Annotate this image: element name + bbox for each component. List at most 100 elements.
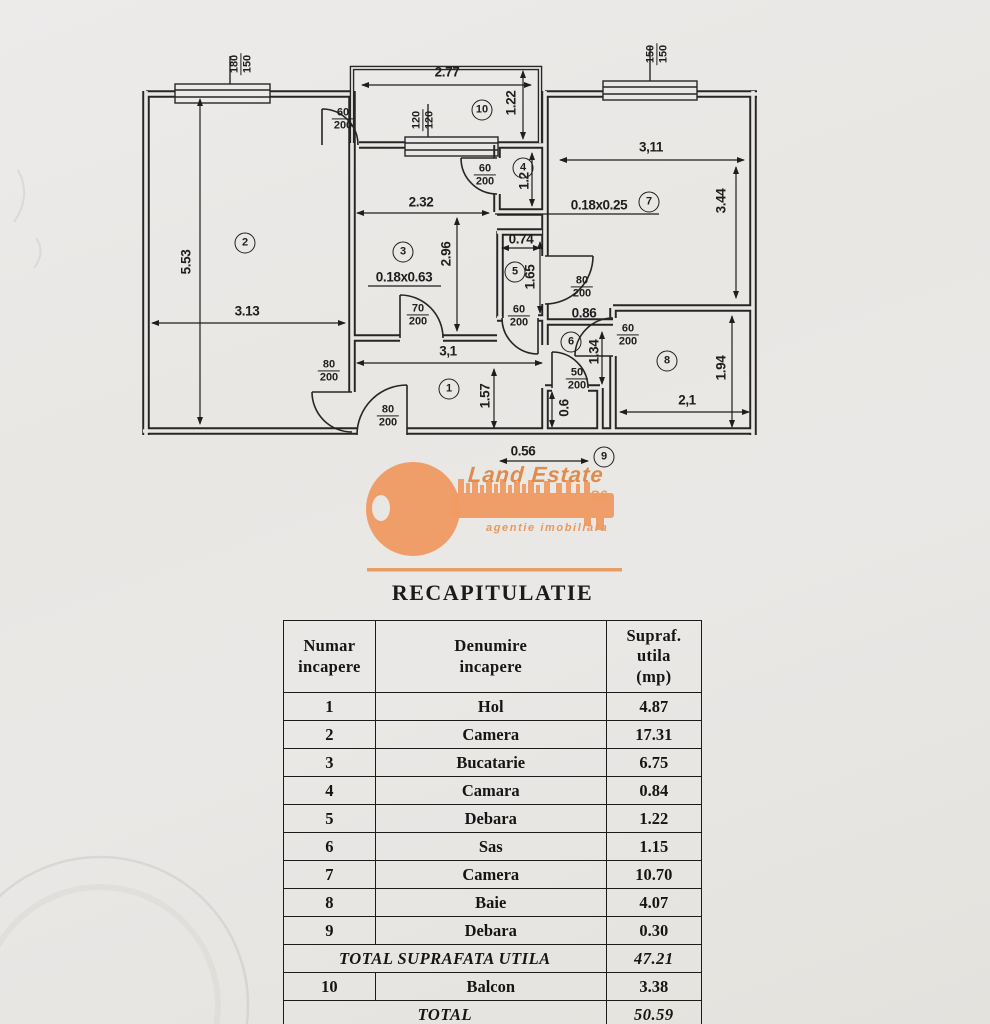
room-name-cell: Debara bbox=[374, 916, 607, 945]
room-number-cell: 7 bbox=[283, 860, 376, 889]
window-size-bottom: 150 bbox=[241, 54, 254, 74]
room-number-cell: 4 bbox=[283, 776, 376, 805]
logo-monogram: S6 bbox=[590, 487, 608, 503]
total-utila-label: TOTAL SUPRAFATA UTILA bbox=[283, 944, 607, 973]
room-number-3: 3 bbox=[392, 241, 414, 263]
room-number-cell: 5 bbox=[283, 804, 376, 833]
door-size-top: 50 bbox=[565, 366, 589, 380]
room-area-cell: 4.07 bbox=[605, 888, 703, 917]
logo-wordmark: Land Estate bbox=[467, 462, 605, 487]
col-header-denumire-incapere: Denumire incapere bbox=[374, 620, 607, 693]
dimension-label: 1.22 bbox=[503, 90, 519, 116]
door-size-bottom: 200 bbox=[572, 287, 592, 300]
room-area-cell: 1.15 bbox=[605, 832, 703, 861]
door-arcs bbox=[311, 108, 614, 436]
room-name-cell: Camera bbox=[374, 860, 607, 889]
window-size-top: 150 bbox=[644, 42, 658, 66]
balcony-walls bbox=[349, 65, 543, 143]
room-number-cell: 3 bbox=[283, 748, 376, 777]
room-name-cell: Balcon bbox=[374, 972, 607, 1001]
room-number-1: 1 bbox=[438, 378, 460, 400]
door-size-bottom: 200 bbox=[618, 335, 638, 348]
room-area-cell: 6.75 bbox=[605, 748, 703, 777]
room-area-cell: 10.70 bbox=[605, 860, 703, 889]
walls-core bbox=[143, 91, 757, 435]
dimension-label: 1.34 bbox=[586, 339, 602, 365]
door-size-bottom: 200 bbox=[378, 416, 398, 429]
door-size-top: 60 bbox=[616, 322, 640, 336]
door-size-bottom: 200 bbox=[567, 379, 587, 392]
dimension-label: 3,1 bbox=[439, 343, 457, 359]
room-number-10: 10 bbox=[471, 99, 493, 121]
room-name-cell: Bucatarie bbox=[374, 748, 607, 777]
room-name-cell: Hol bbox=[374, 692, 607, 721]
window-symbols bbox=[174, 47, 698, 157]
dimension-label: 0.18x0.25 bbox=[570, 197, 628, 213]
window-size-top: 120 bbox=[410, 108, 424, 132]
room-area-cell: 17.31 bbox=[605, 720, 703, 749]
door-size-top: 60 bbox=[331, 106, 355, 120]
col-header-suprafata-utila: Supraf. utila (mp) bbox=[605, 620, 703, 693]
door-size-top: 60 bbox=[473, 162, 497, 176]
total-value: 50.59 bbox=[605, 1000, 703, 1024]
dimension-label: 1.57 bbox=[477, 383, 493, 409]
room-number-6: 6 bbox=[560, 331, 582, 353]
room-area-cell: 0.84 bbox=[605, 776, 703, 805]
room-number-cell: 6 bbox=[283, 832, 376, 861]
total-label: TOTAL bbox=[283, 1000, 607, 1024]
dimension-label: 3.13 bbox=[234, 303, 260, 319]
room-number-5: 5 bbox=[504, 261, 526, 283]
room-name-cell: Debara bbox=[374, 804, 607, 833]
dimension-label: 0.6 bbox=[556, 399, 572, 417]
window-size-top: 180 bbox=[228, 52, 242, 76]
window-size-bottom: 150 bbox=[657, 44, 670, 64]
room-area-cell: 4.87 bbox=[605, 692, 703, 721]
room-number-7: 7 bbox=[638, 191, 660, 213]
door-size-top: 60 bbox=[507, 303, 531, 317]
window-size-bottom: 120 bbox=[423, 110, 436, 130]
dimension-label: 2.32 bbox=[408, 194, 434, 210]
dimension-label: 2,1 bbox=[678, 392, 696, 408]
door-size-top: 80 bbox=[376, 403, 400, 417]
room-name-cell: Baie bbox=[374, 888, 607, 917]
col-header-numar-incapere: Numar incapere bbox=[283, 620, 376, 693]
dimension-label: 2.96 bbox=[438, 241, 454, 267]
room-number-cell: 2 bbox=[283, 720, 376, 749]
dimension-label: 0.18x0.63 bbox=[375, 269, 433, 285]
dimension-label: 3.44 bbox=[713, 188, 729, 214]
room-name-cell: Sas bbox=[374, 832, 607, 861]
recap-title: RECAPITULATIE bbox=[391, 580, 594, 605]
dimension-label: 2.77 bbox=[434, 64, 460, 80]
dimension-lines bbox=[151, 70, 750, 464]
dimension-label: 1.94 bbox=[713, 355, 729, 381]
recap-table: Numar incapere Denumire incapere Supraf.… bbox=[283, 620, 703, 1024]
room-number-4: 4 bbox=[512, 157, 534, 179]
room-area-cell: 0.30 bbox=[605, 916, 703, 945]
room-number-cell: 8 bbox=[283, 888, 376, 917]
room-name-cell: Camara bbox=[374, 776, 607, 805]
total-utila-value: 47.21 bbox=[605, 944, 703, 973]
room-number-cell: 9 bbox=[283, 916, 376, 945]
dimension-label: 0.74 bbox=[508, 231, 534, 247]
dimension-label: 0.86 bbox=[571, 305, 597, 321]
leader-lines bbox=[368, 213, 659, 287]
